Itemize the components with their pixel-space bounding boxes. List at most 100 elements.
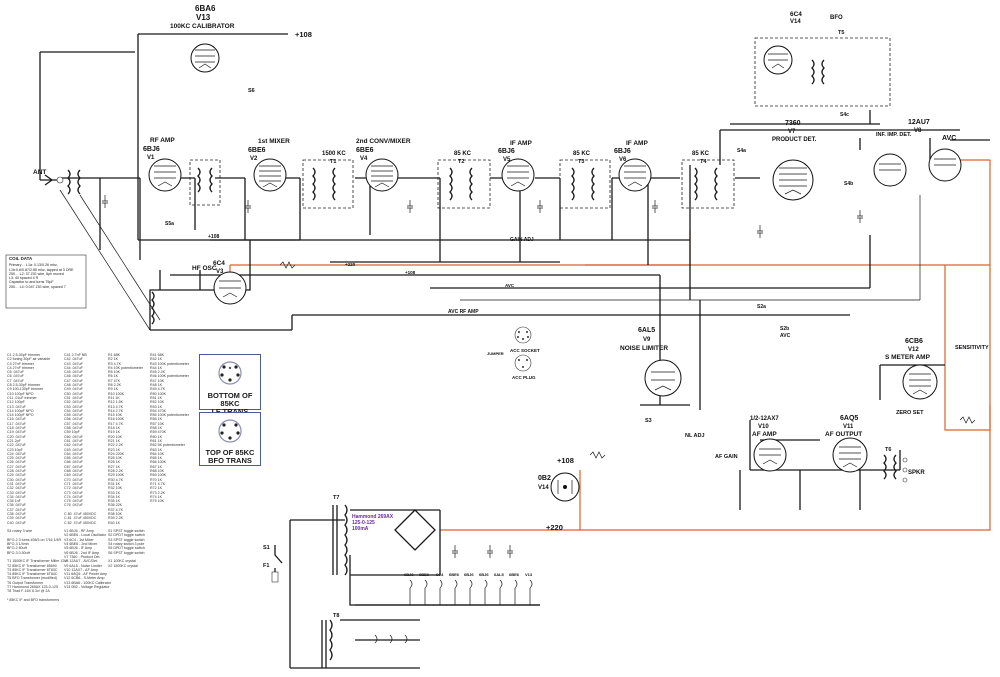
parts-list-entry: R67 1K xyxy=(150,464,162,469)
coil-data-box xyxy=(5,254,87,309)
parts-list-entry: C26 .047uF xyxy=(7,460,26,465)
parts-list-entry: C33 .047uF xyxy=(7,490,26,495)
parts-list-entry: R58 1K xyxy=(150,426,162,431)
parts-list-entry: R48 1K xyxy=(150,383,162,388)
t1-ref: T1 xyxy=(330,159,336,165)
supply-220-main: +220 xyxy=(546,523,563,532)
parts-list-entry: R37 4.7K xyxy=(108,507,123,512)
bottom-socket-title: BOTTOM OF 85KC I F TRANS xyxy=(207,391,253,416)
s-meter-zero: ZERO SET xyxy=(896,410,924,416)
hf-osc-type: 6C4 xyxy=(213,260,225,267)
t1-label: 1500 KC xyxy=(322,151,346,157)
t5-coils xyxy=(811,59,825,85)
s-meter-ref: V12 xyxy=(908,347,919,353)
power-t7: T7 xyxy=(333,495,339,501)
parts-list-entry: C57 .047uF xyxy=(64,421,83,426)
parts-list-entry: BFO-3 1/4mh xyxy=(7,542,29,547)
parts-list-entry: R11 1K xyxy=(108,395,120,400)
parts-list-entry: C11 .01uF trimmer xyxy=(7,395,37,400)
parts-list-entry: C5 .047uF xyxy=(7,370,24,375)
top-socket-title: TOP OF 85KC BFO TRANS xyxy=(205,448,255,465)
tube-v2 xyxy=(253,158,287,192)
parts-list-entry: C49 .047uF xyxy=(64,387,83,392)
parts-list-entry: T7 Hammond 269AX 125-0-125 xyxy=(7,585,58,590)
s4a-label: S4a xyxy=(737,148,746,154)
parts-list-entry: R18 1K xyxy=(108,426,120,431)
parts-list-entry: R43 100K potentiometer xyxy=(150,361,189,366)
parts-list-entry: C45 .047uF xyxy=(64,370,83,375)
t3-coils xyxy=(571,167,595,201)
s4c-label: S4c xyxy=(840,112,849,118)
bottom-socket-card: BOTTOM OF 85KC I F TRANS xyxy=(199,354,261,416)
af-output-type: 6AQ5 xyxy=(840,415,858,422)
parts-list-entry: C54 .047uF xyxy=(64,408,83,413)
parts-list-entry: C44 .047uF xyxy=(64,365,83,370)
speaker-terminals xyxy=(902,457,908,483)
parts-list-entry: R39 2.2K xyxy=(108,516,123,521)
t2-coils xyxy=(449,167,473,201)
parts-list-entry: C30 .047uF xyxy=(7,477,26,482)
supply-108-small: +108 xyxy=(405,270,416,275)
parts-list-entry: R9 1K xyxy=(108,387,118,392)
parts-list-entry: R3 4.7K xyxy=(108,361,121,366)
power-switch-fuse xyxy=(271,545,283,583)
power-t8: T8 xyxy=(333,613,339,619)
product-det-ref: V7 xyxy=(788,129,796,135)
parts-list-entry: C55 .047uF xyxy=(64,413,83,418)
af-gain: AF GAIN xyxy=(715,454,738,460)
parts-list-entry: R16 100K xyxy=(108,417,124,422)
parts-list-entry: C59 10pF xyxy=(64,430,80,435)
parts-list-entry: C12 100pF xyxy=(7,400,25,405)
s2a-label: S2a xyxy=(757,304,766,310)
af-amp-type: 1/2-12AX7 xyxy=(750,416,779,422)
parts-list-entry: R68 10K xyxy=(150,469,164,474)
parts-list-entry: V1 6BJ6 - RF Amp xyxy=(64,529,94,534)
parts-list-entry: C31 .047uF xyxy=(7,481,26,486)
first-mixer-type: 6BE6 xyxy=(248,147,266,154)
noise-limiter-title: NOISE LIMITER xyxy=(620,345,668,352)
tube-v5 xyxy=(501,158,535,192)
if-amp-1-ref: V5 xyxy=(503,157,511,163)
parts-list-entry: C69 .047uF xyxy=(64,473,83,478)
parts-list-entry: R49 4.7K xyxy=(150,387,165,392)
parts-list-entry: T4 85KC IF Transformer 6T84C xyxy=(7,572,58,577)
tube-v7 xyxy=(772,159,814,201)
parts-list-entry: C61 .047uF xyxy=(64,438,83,443)
avc-tube-type: 12AU7 xyxy=(908,119,930,126)
parts-list-entry: C25 .047uF xyxy=(7,456,26,461)
parts-list-entry: C58 .047uF xyxy=(64,426,83,431)
t4-ref: T4 xyxy=(700,159,707,165)
if-transformers xyxy=(67,59,897,668)
parts-list-entry: C51 .047uF xyxy=(64,395,83,400)
parts-list-entry: R73 2.2K xyxy=(150,490,165,495)
parts-list-entry: C15 100pF NPO xyxy=(7,413,34,418)
parts-list-entry: R62 5K potentiometer xyxy=(150,443,185,448)
filament-tube-label: 6BE6 xyxy=(419,572,430,577)
parts-list-entry: V13 6BA6 - 100KC Calibrator xyxy=(64,580,111,585)
parts-list-entry: R12 1.5K xyxy=(108,400,123,405)
labels: 6BA6 V13 100KC CALIBRATOR +108 S6 RF AMP… xyxy=(33,4,989,619)
parts-list-entry: C76 .047uF xyxy=(64,503,83,508)
parts-list-entry: R4 10K potentiometer xyxy=(108,365,143,370)
parts-list-entry: C53 .047uF xyxy=(64,404,83,409)
first-mixer-ref: V2 xyxy=(250,156,258,162)
wiring xyxy=(39,33,991,669)
parts-list-entry: C75 .047uF xyxy=(64,499,83,504)
tube-v10 xyxy=(753,438,787,472)
gain-adj-label: GAIN ADJ xyxy=(510,237,534,243)
parts-list-entry: S4 rotary switch 3 pole xyxy=(108,542,145,547)
parts-list-entry: S2 DPDT toggle switch xyxy=(108,533,145,538)
noise-limiter-switch: S3 xyxy=(645,418,652,424)
coil-data-line: L1b:0.6/0.87/2.85 mhz, tapped at 3 ORE xyxy=(9,267,74,272)
parts-list-entry: R36 22K xyxy=(108,503,122,508)
parts-list-entry: C52 .047uF xyxy=(64,400,83,405)
tube-v3 xyxy=(213,271,247,305)
parts-list-entry: R71 4.7K xyxy=(150,481,165,486)
s2b-avc-label: AVC xyxy=(780,333,791,339)
parts-list-entry: * 85KC IF and BFO transformers xyxy=(7,597,60,602)
acc-connectors xyxy=(514,326,532,372)
s-meter-title: S METER AMP xyxy=(885,354,931,361)
avc-rf-amp-label: AVC RF AMP xyxy=(448,309,479,315)
parts-list-entry: C35 1nF xyxy=(7,499,21,504)
